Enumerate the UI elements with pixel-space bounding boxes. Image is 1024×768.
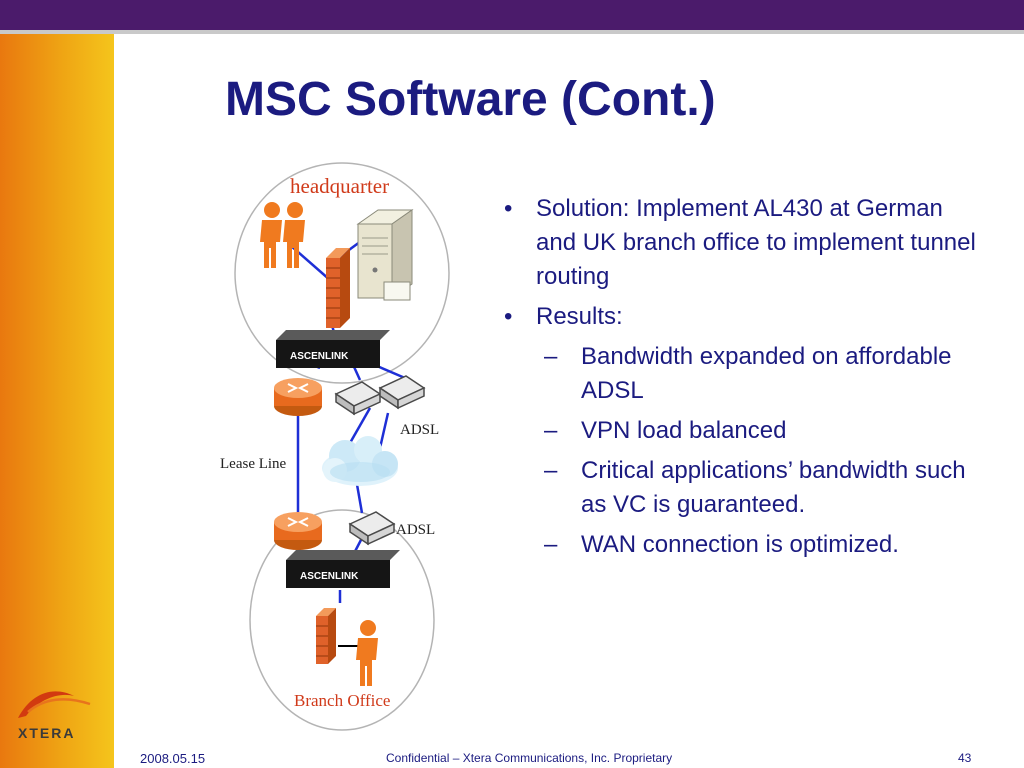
dash-mark: –	[544, 343, 558, 370]
modem-icon	[334, 381, 382, 416]
sub-bullet-item: – Critical applications’ bandwidth such …	[536, 454, 988, 522]
sub-bullet-item: – WAN connection is optimized.	[536, 528, 988, 562]
footer-date: 2008.05.15	[140, 751, 206, 766]
branch-office-label: Branch Office	[294, 691, 390, 710]
bullet-list: • Solution: Implement AL430 at German an…	[498, 192, 988, 568]
lease-line-label: Lease Line	[220, 456, 287, 472]
sub-bullet-text: Critical applications’ bandwidth such as…	[581, 457, 966, 518]
adsl-label: ADSL	[400, 422, 439, 438]
sub-bullet-text: VPN load balanced	[581, 417, 787, 444]
network-diagram: headquarter ASCENLINK	[220, 162, 450, 731]
ascenlink-brand-label: ASCENLINK	[300, 571, 359, 582]
adsl-label: ADSL	[396, 522, 435, 538]
bullet-item: • Solution: Implement AL430 at German an…	[498, 192, 988, 294]
sub-bullet-item: – VPN load balanced	[536, 414, 988, 448]
dash-mark: –	[544, 531, 558, 558]
xtera-swoosh-icon	[18, 691, 74, 718]
branch-circle	[249, 509, 435, 731]
ascenlink-device-icon: ASCENLINK	[286, 550, 400, 588]
firewall-icon	[326, 248, 350, 328]
bullet-mark: •	[504, 195, 513, 222]
bullet-text: Solution: Implement AL430 at German and …	[536, 195, 976, 290]
sub-bullet-text: WAN connection is optimized.	[581, 531, 899, 558]
sub-bullet-text: Bandwidth expanded on affordable ADSL	[581, 343, 952, 404]
ascenlink-device-icon: ASCENLINK	[276, 330, 390, 368]
xtera-logo: XTERA	[18, 691, 91, 741]
headquarter-circle	[234, 162, 450, 384]
bullet-mark: •	[504, 303, 513, 330]
top-divider	[0, 30, 1024, 34]
footer-confidential: Confidential – Xtera Communications, Inc…	[386, 751, 673, 765]
top-bar	[0, 0, 1024, 30]
people-icon	[260, 202, 305, 268]
person-icon	[356, 620, 378, 686]
sub-bullet-list: – Bandwidth expanded on affordable ADSL …	[536, 340, 988, 562]
page-number: 43	[958, 751, 972, 765]
xtera-wordmark: XTERA	[18, 725, 75, 741]
modem-icon	[348, 511, 396, 546]
firewall-icon	[316, 608, 336, 664]
router-icon	[274, 378, 322, 416]
headquarter-label: headquarter	[290, 174, 389, 198]
bullet-item: • Results:	[498, 300, 988, 334]
dash-mark: –	[544, 457, 558, 484]
sub-bullet-item: – Bandwidth expanded on affordable ADSL	[536, 340, 988, 408]
cloud-icon	[322, 436, 398, 486]
dash-mark: –	[544, 417, 558, 444]
modem-icon	[378, 375, 426, 410]
ascenlink-brand-label: ASCENLINK	[290, 351, 349, 362]
side-gradient-bar	[0, 34, 114, 768]
router-icon	[274, 512, 322, 550]
bullet-text: Results:	[536, 303, 623, 330]
slide-title: MSC Software (Cont.)	[225, 73, 716, 126]
server-icon	[356, 209, 414, 301]
